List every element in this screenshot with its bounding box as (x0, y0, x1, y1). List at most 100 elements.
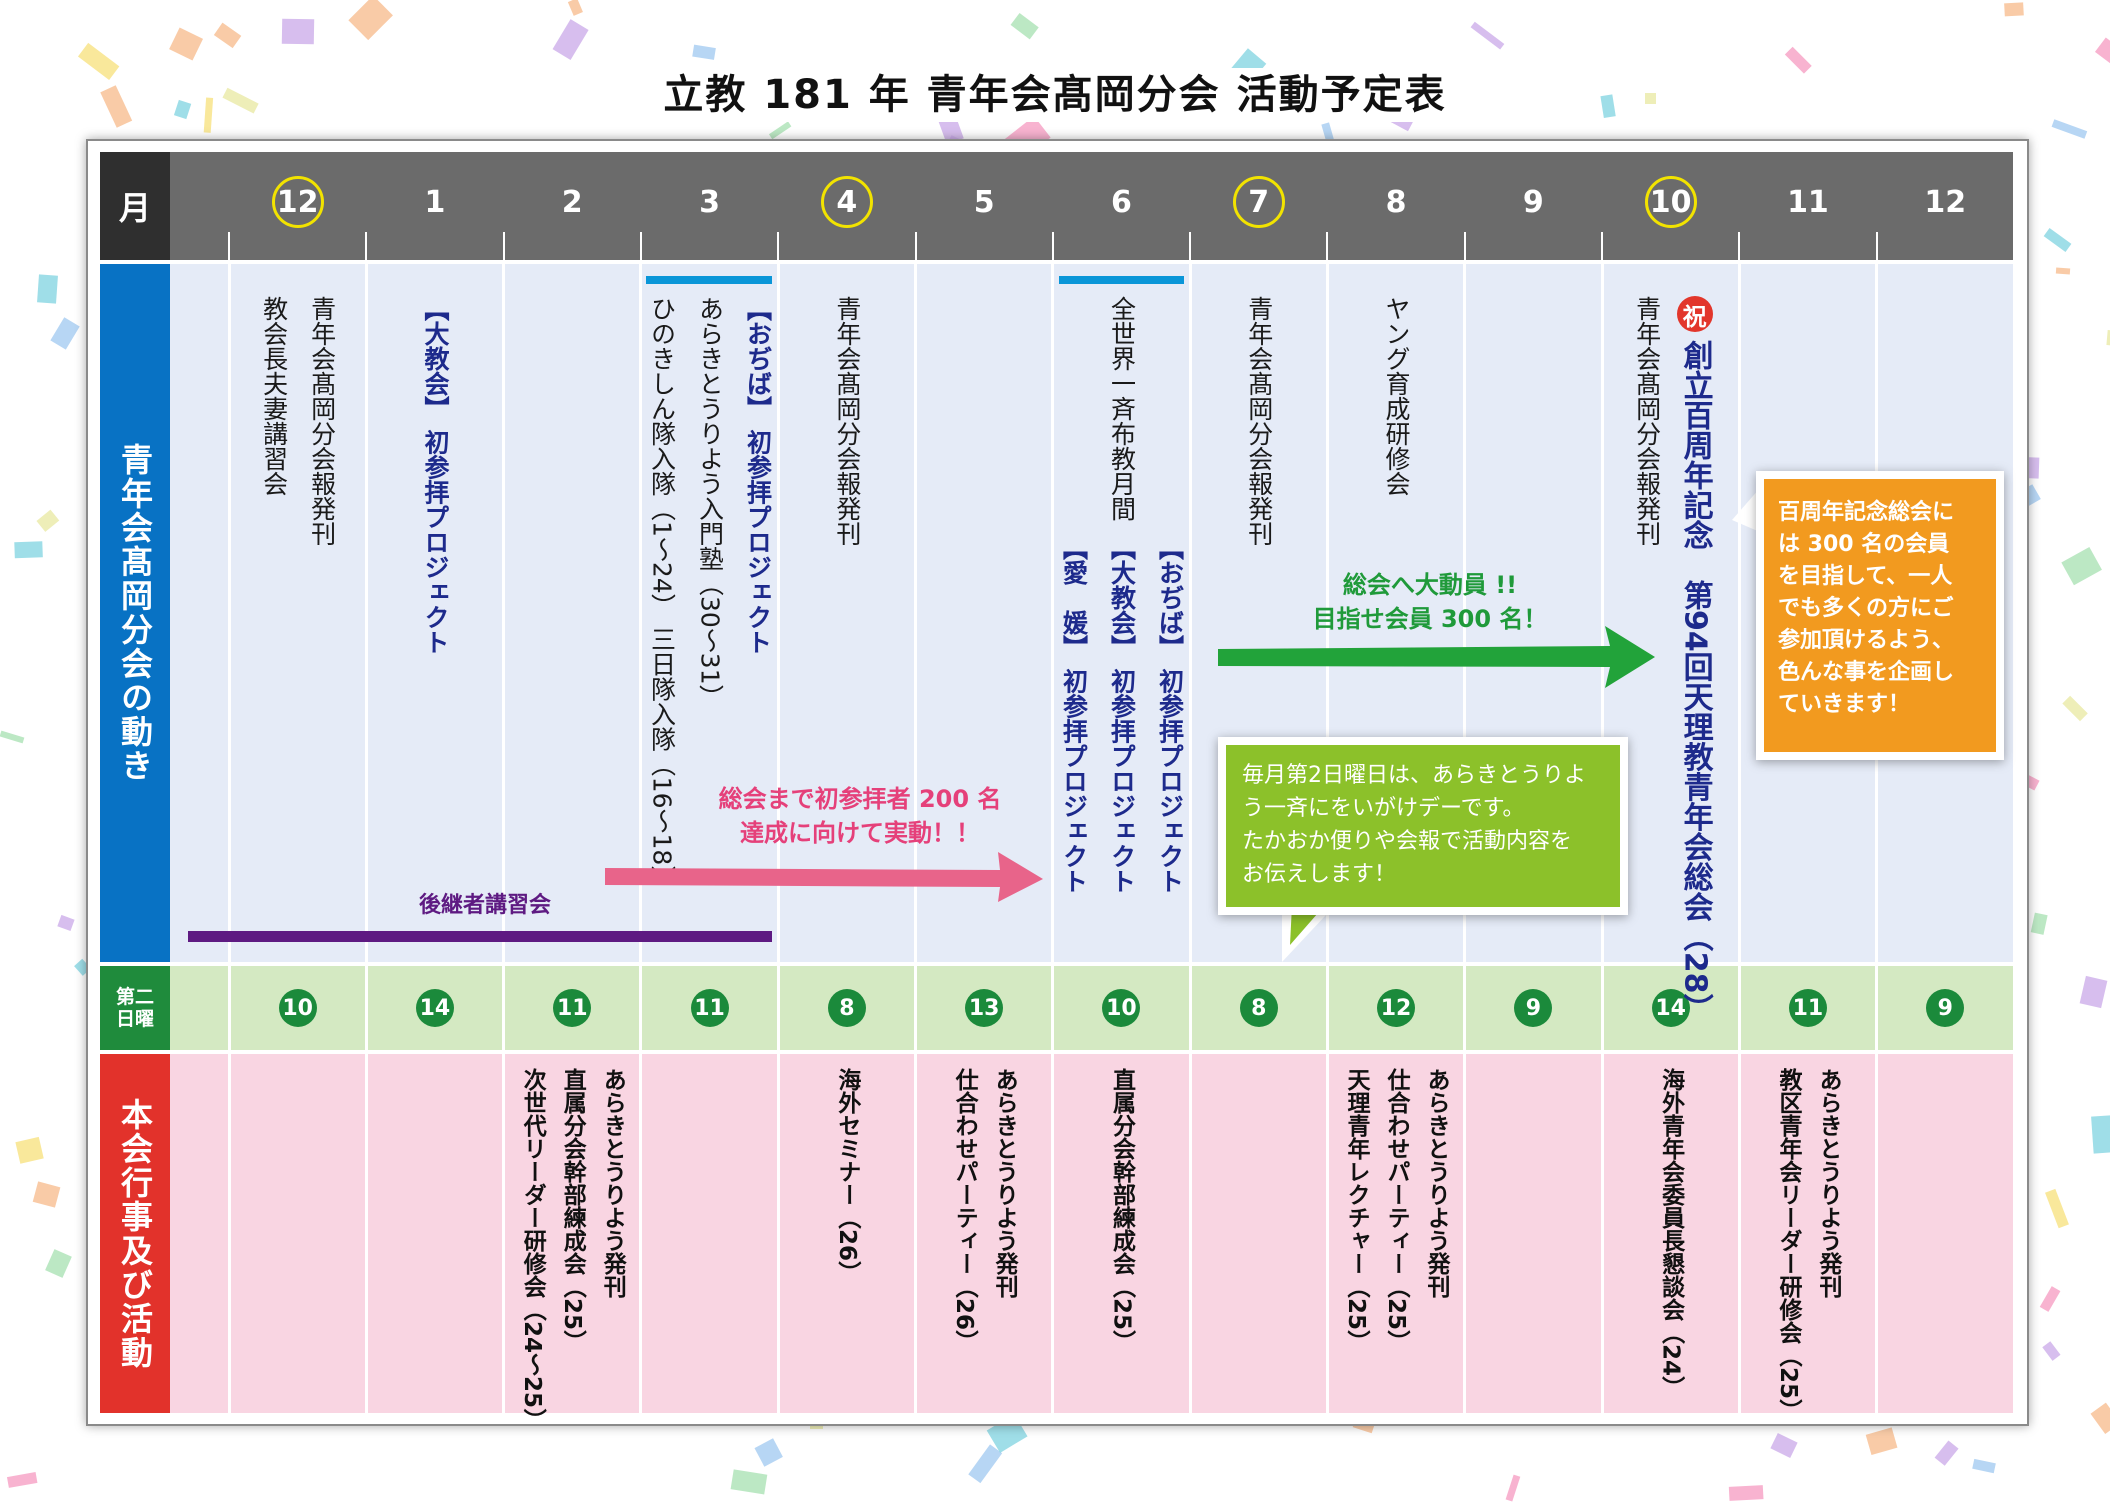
entry-text: ひのきしん隊入隊（1～24） 三日隊入隊（16～18） (647, 296, 677, 891)
activities-month-7-entries: 青年会髙岡分会報発刊 (1190, 296, 1327, 560)
month-6: 6 (1053, 176, 1190, 228)
header-tick (914, 232, 917, 260)
entry-text: 教会長夫妻講習会 (259, 296, 289, 496)
month-label: 2 (561, 184, 583, 220)
entry-block: あらきとうりよう発刊仕合わせパーティー（26） (944, 1068, 1024, 1353)
entry: 仕合わせパーティー（25） (1379, 1068, 1413, 1353)
title-text: 立教 181 年 青年会髙岡分会 活動予定表 (645, 68, 1465, 122)
header-tick (1463, 232, 1466, 260)
entry: 青年会髙岡分会報発刊 (1239, 296, 1279, 546)
entry-text: 教区青年会リーダー研修会（25） (1774, 1068, 1801, 1423)
second-sunday-date: 8 (827, 989, 866, 1027)
entry-block: 【おぢば】 初参拝プロジェクト【大教会】 初参拝プロジェクト【愛 媛】 初参拝プ… (1049, 535, 1193, 894)
month-label: 11 (1787, 184, 1829, 220)
header-tick (228, 232, 230, 260)
month-9: 9 (1465, 176, 1602, 228)
events-month-11-entries: あらきとうりよう発刊教区青年会リーダー研修会（25） (1739, 1068, 1876, 1436)
entry-text: 【おぢば】 初参拝プロジェクト (1155, 535, 1185, 894)
column-separator (1325, 264, 1329, 962)
events-month-8-entries: あらきとうりよう発刊仕合わせパーティー（25） 天理青年レクチャー（25） (1327, 1068, 1464, 1367)
entry-block: 全世界一斉布教月間 (1097, 296, 1145, 521)
column-separator (227, 264, 231, 962)
month-11: 11 (1739, 176, 1876, 228)
column-separator (1325, 966, 1329, 1050)
pink-arrow-label: 総会まで初参拝者 200 名 達成に向けて実動！！ (660, 782, 1060, 850)
entry-text: 青年会髙岡分会報発刊 (307, 296, 337, 546)
purple-bar-label: 後継者講習会 (418, 893, 551, 918)
entry-block: 【おぢば】 初参拝プロジェクトあらきとうりよう入門塾（30～31） ひのきしん隊入… (638, 296, 782, 890)
entry-text: あらきとうりよう入門塾（30～31） (695, 296, 725, 710)
month-label: 10 (1644, 176, 1697, 228)
column-separator (1463, 1054, 1467, 1413)
entry-block: あらきとうりよう発刊教区青年会リーダー研修会（25） (1768, 1068, 1848, 1422)
column-separator (1325, 1054, 1329, 1413)
column-separator (364, 1054, 368, 1413)
activities-month-8-entries: ヤング育成研修会 (1327, 296, 1464, 510)
entry: 青年会髙岡分会報発刊 (827, 296, 867, 546)
header-tick (639, 232, 642, 260)
entry: あらきとうりよう発刊 (1811, 1068, 1845, 1298)
column-separator (1737, 264, 1741, 962)
entry: 【おぢば】 初参拝プロジェクト (1149, 535, 1189, 894)
column-separator (502, 1054, 506, 1413)
second-sunday-date: 12 (1377, 989, 1416, 1027)
entry-text: 青年会髙岡分会報発刊 (832, 296, 862, 546)
activities-row-label: 青年会髙岡分会の動き (100, 264, 170, 962)
entry: 【大教会】 初参拝プロジェクト (1101, 535, 1141, 894)
entry-text: あらきとうりよう発刊 (599, 1068, 626, 1298)
entry-text: 天理青年レクチャー（25） (1343, 1068, 1370, 1354)
entry-text: 青年会髙岡分会報発刊 (1632, 296, 1662, 546)
callout-line: ていきます！ (1778, 692, 1911, 717)
month-label: 1 (424, 184, 446, 220)
callout-line: を目指して、一人 (1778, 564, 1953, 589)
column-separator (364, 966, 368, 1050)
month-label: 4 (820, 176, 873, 228)
second-sunday-row-label: 第二 日曜 (100, 966, 170, 1050)
month-header-label: 月 (100, 152, 170, 260)
entry-text: 青年会髙岡分会報発刊 (1244, 296, 1274, 546)
entry: ひのきしん隊入隊（1～24） 三日隊入隊（16～18） (642, 296, 682, 890)
second-sunday-date: 13 (965, 989, 1004, 1027)
month-7-circled: 7 (1190, 176, 1327, 228)
entry-text: 次世代リーダー研修会（24～25） (519, 1068, 546, 1432)
month-8: 8 (1327, 176, 1464, 228)
month-label: 12 (271, 176, 324, 228)
month-12: 12 (1877, 176, 2014, 228)
column-separator (1188, 1054, 1192, 1413)
month-2: 2 (504, 176, 641, 228)
second-sunday-date: 11 (553, 989, 592, 1027)
entry-text: 海外青年会委員長懇談会（24） (1657, 1068, 1684, 1400)
column-separator (914, 264, 917, 962)
activities-month-0-entries: 青年会髙岡分会報発刊教会長夫妻講習会 (229, 296, 366, 560)
entry: 青年会髙岡分会報発刊 (302, 296, 342, 546)
entry: あらきとうりよう発刊 (1419, 1068, 1453, 1298)
callout-line: 百周年記念総会に (1778, 500, 1955, 525)
entry-text: 仕合わせパーティー（25） (1383, 1068, 1410, 1354)
column-separator (1051, 264, 1055, 962)
green-arrow-label-line: 総会へ大動員 !! (1342, 571, 1518, 599)
second-sunday-date: 9 (1926, 989, 1965, 1027)
header-tick (1738, 232, 1741, 260)
events-month-5-entries: あらきとうりよう発刊仕合わせパーティー（26） (916, 1068, 1053, 1367)
entry-text: 仕合わせパーティー（26） (951, 1068, 978, 1354)
entry: 【おぢば】 初参拝プロジェクト (738, 296, 778, 655)
entry: あらきとうりよう入門塾（30～31） (690, 296, 730, 710)
entry: あらきとうりよう発刊 (595, 1068, 629, 1298)
month-3: 3 (641, 176, 778, 228)
column-separator (639, 966, 643, 1050)
entry: 【愛 媛】 初参拝プロジェクト (1053, 535, 1093, 894)
green-arrow-label-line: 目指せ会員 300 名！ (1312, 605, 1548, 633)
entry-text: あらきとうりよう発刊 (1423, 1068, 1450, 1298)
entry: 教会長夫妻講習会 (254, 296, 294, 496)
entry-text: 【愛 媛】 初参拝プロジェクト (1059, 535, 1089, 894)
events-month-2-entries: あらきとうりよう発刊直属分会幹部練成会（25）次世代リーダー研修会（24～25） (504, 1068, 641, 1445)
entry: 【大教会】 初参拝プロジェクト (415, 296, 455, 655)
second-sunday-date: 11 (1788, 989, 1827, 1027)
activities-label-text: 青年会髙岡分会の動き (116, 443, 154, 783)
column-separator (502, 966, 506, 1050)
entry-text: 直属分会幹部練成会（25） (1108, 1068, 1135, 1354)
header-tick (502, 232, 505, 260)
header-tick (1875, 232, 1878, 260)
callout-line: う一斉にをいがけデーです。 (1242, 796, 1525, 821)
